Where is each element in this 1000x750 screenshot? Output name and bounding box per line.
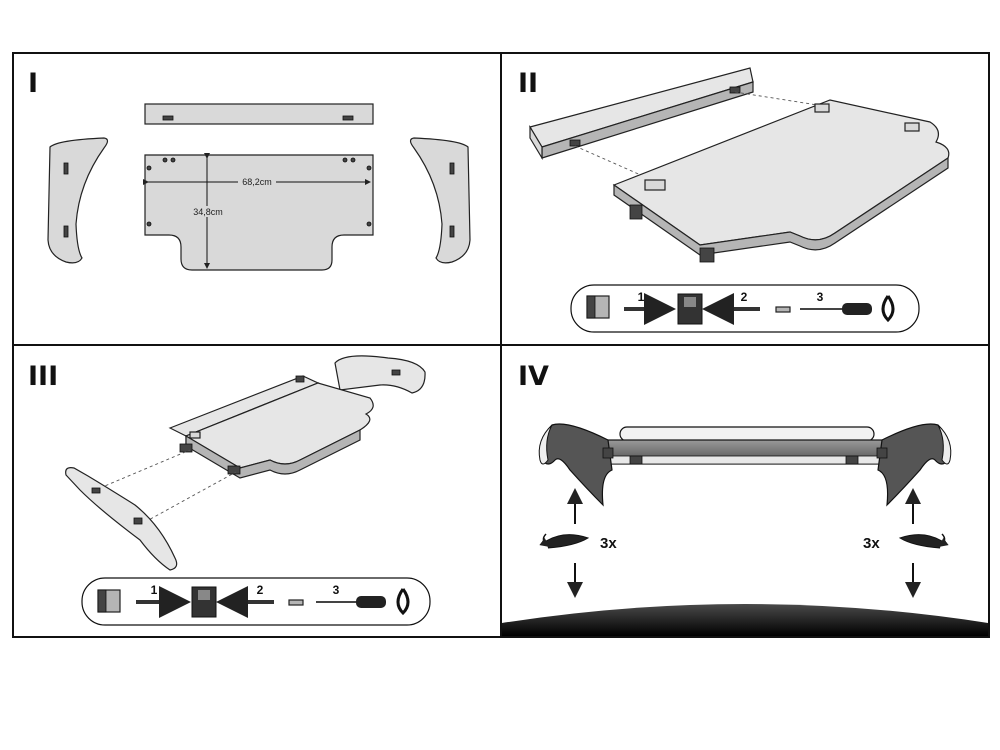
screw-icon [288, 599, 304, 606]
screwdriver-icon [316, 596, 386, 608]
mounted-clip-icon [677, 293, 703, 325]
panel-2: II 1 [518, 67, 950, 333]
right-bracket-attached [334, 355, 426, 394]
panel-1-numeral: I [28, 68, 38, 99]
shelf-plate-exploded [612, 99, 950, 263]
assembled-shelf-iii [168, 375, 374, 479]
hardware-legend-panel-3: 1 2 3 [81, 577, 431, 626]
right-bracket-iv [876, 423, 952, 507]
right-rotation-icon [898, 534, 943, 549]
guide-line-b [144, 471, 237, 523]
right-rotation-arrow-icon [938, 533, 949, 547]
step-2-label: 2 [257, 583, 264, 597]
mounted-clip-icon [191, 586, 217, 618]
alignment-guide-left [574, 145, 653, 181]
panel-3-numeral: III [28, 361, 58, 392]
alignment-guide-right [734, 91, 831, 108]
left-turn-count: 3x [600, 535, 617, 552]
left-rotation-icon [545, 534, 590, 549]
left-bracket-iv [538, 423, 614, 507]
clip-block-icon [97, 589, 121, 613]
clip-block-icon [586, 295, 610, 319]
screw-icon [775, 306, 791, 313]
left-side-bracket-part [47, 137, 109, 264]
step-1-label: 1 [638, 290, 645, 304]
shelf-assembly-front-view [569, 426, 921, 465]
mounting-surface [502, 604, 988, 636]
panel-4-numeral: IV [518, 361, 549, 392]
step-3-label: 3 [333, 583, 340, 597]
right-turn-count: 3x [863, 535, 880, 552]
step-3-label: 3 [817, 290, 824, 304]
rotate-clockwise-icon [881, 295, 895, 323]
hardware-legend-panel-2: 1 2 3 [570, 284, 920, 333]
shelf-plate-part: 68,2cm 34,8cm [143, 153, 374, 271]
step-1-label: 1 [151, 583, 158, 597]
guide-line-a [99, 449, 191, 489]
step-2-label: 2 [741, 290, 748, 304]
depth-dimension-label: 34,8cm [193, 207, 223, 217]
back-rail-exploded [529, 67, 754, 161]
left-rotation-arrow-icon [539, 533, 550, 547]
left-bracket-exploded [65, 467, 178, 571]
panel-1: I 68,2cm 34,8cm [28, 68, 471, 271]
panel-4: IV 3x 3x [502, 361, 988, 636]
panel-3: III [28, 355, 431, 626]
rotate-clockwise-icon [396, 588, 410, 616]
width-dimension-label: 68,2cm [242, 177, 272, 187]
panel-2-numeral: II [518, 68, 538, 99]
right-side-bracket-part [409, 137, 471, 264]
screwdriver-icon [800, 303, 872, 315]
back-rail-part [144, 103, 374, 125]
